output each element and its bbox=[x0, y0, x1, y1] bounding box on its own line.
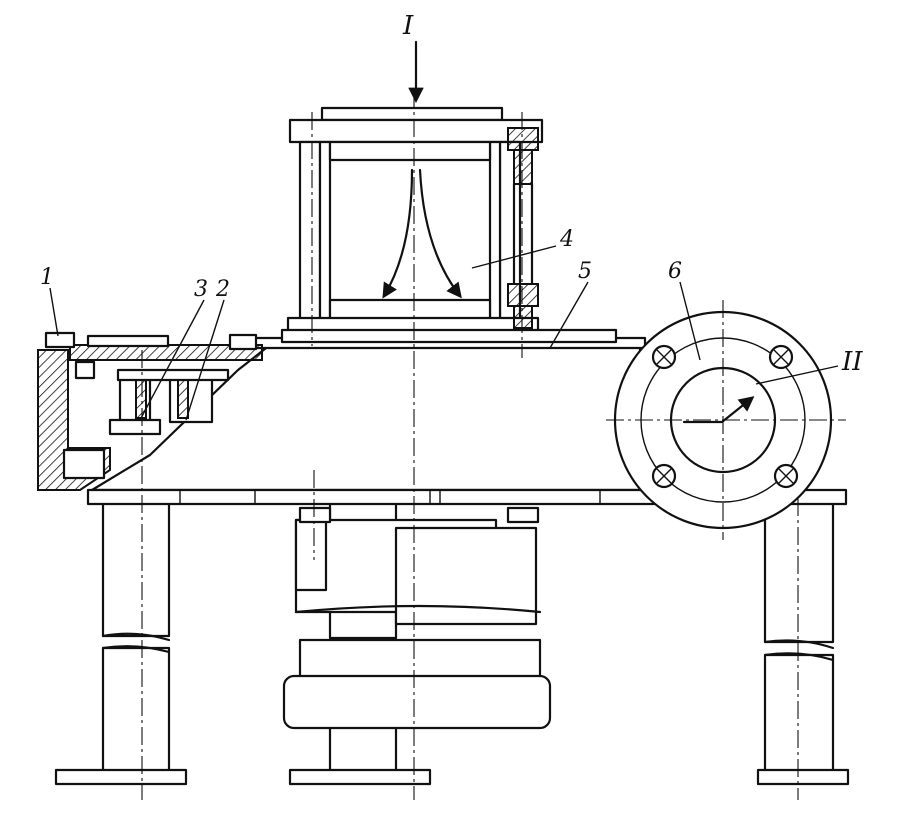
part-1-label: 1 bbox=[40, 265, 54, 290]
housing bbox=[37, 331, 848, 506]
flange-bolts bbox=[651, 344, 799, 489]
part-3-label: 3 bbox=[194, 277, 208, 302]
part-6-label: 6 bbox=[668, 259, 682, 284]
drive-unit bbox=[282, 468, 552, 730]
outlet-label: II bbox=[841, 347, 863, 377]
part-2-label: 2 bbox=[215, 277, 230, 302]
upper-chamber bbox=[280, 106, 618, 344]
inlet-label: I bbox=[402, 11, 414, 41]
part-4-label: 4 bbox=[559, 227, 574, 252]
part-callouts: 1 2 3 4 5 6 II bbox=[40, 227, 863, 421]
center-lines bbox=[141, 90, 846, 800]
inlet-flow: I bbox=[402, 11, 424, 104]
part-5-label: 5 bbox=[578, 259, 592, 284]
